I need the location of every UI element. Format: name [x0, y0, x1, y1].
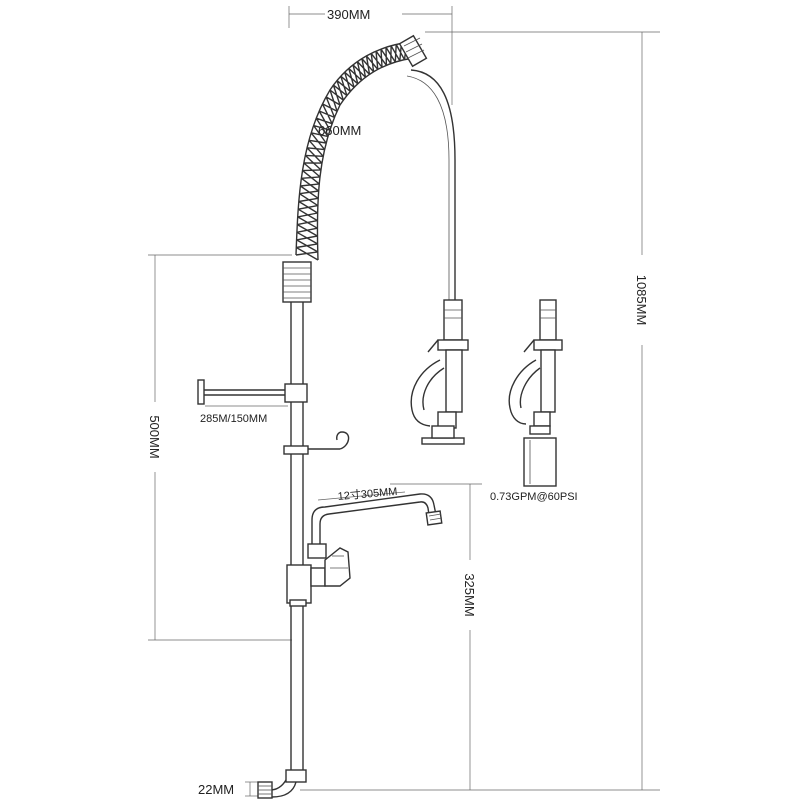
spray-valve-standalone — [508, 299, 563, 487]
riser-pipe — [290, 302, 304, 770]
spray-valve-attached — [410, 299, 469, 445]
hook-clamp — [283, 431, 350, 455]
spring-coil-turns — [295, 41, 415, 261]
pre-rinse-hose — [406, 69, 456, 300]
top-width-label: 390MM — [327, 7, 370, 22]
dimension-labels: 390MM 660MM 1085MM 500MM 285M/150MM 12寸3… — [147, 7, 649, 797]
spout-length-label: 12寸305MM — [337, 484, 398, 503]
pipe-size-label: 22MM — [198, 782, 234, 797]
dimension-lines — [148, 6, 660, 797]
wall-bracket-label: 285M/150MM — [200, 413, 267, 425]
spring-coil — [295, 34, 428, 261]
swing-spout — [311, 493, 443, 545]
riser-height-label: 500MM — [147, 415, 162, 458]
inlet-elbow — [257, 769, 307, 799]
faucet-height-label: 325MM — [462, 573, 477, 616]
spring-base-collar — [282, 261, 312, 303]
faucet-valve-body — [286, 543, 351, 607]
wall-bracket — [197, 379, 308, 405]
overall-height-label: 1085MM — [634, 275, 649, 326]
spring-coil-turn — [295, 41, 415, 261]
flow-rate-label: 0.73GPM@60PSI — [490, 491, 578, 503]
